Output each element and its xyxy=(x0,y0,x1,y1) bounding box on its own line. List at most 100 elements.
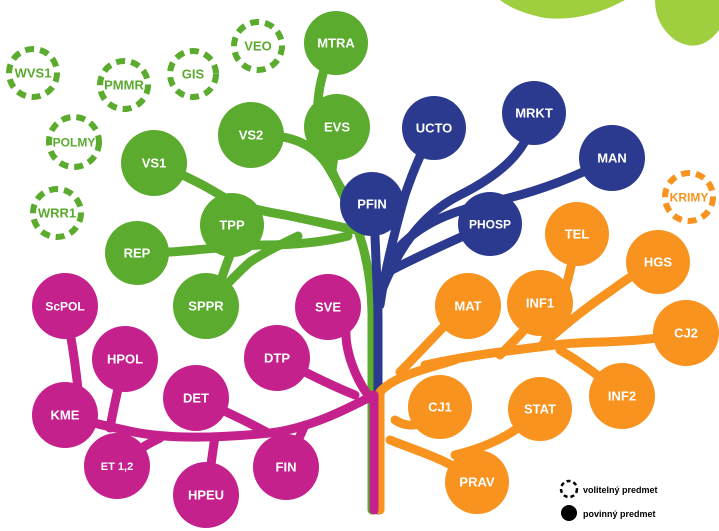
node-vs2: VS2 xyxy=(218,102,284,168)
node-hpol: HPOL xyxy=(92,326,158,392)
node-tpp: TPP xyxy=(200,193,264,257)
node-et12: ET 1,2 xyxy=(84,433,150,499)
node-label: PRAV xyxy=(459,475,494,490)
node-sve: SVE xyxy=(295,274,361,340)
node-pmmr: PMMR xyxy=(97,58,151,112)
node-label: MAN xyxy=(597,151,627,166)
mandatory-circle xyxy=(84,433,150,499)
node-label: MRKT xyxy=(515,106,553,121)
node-pfin: PFIN xyxy=(340,172,404,236)
node-wvs1: WVS1 xyxy=(6,46,60,100)
node-man: MAN xyxy=(579,125,645,191)
mandatory-circle xyxy=(653,300,719,366)
node-label: SPPR xyxy=(188,299,224,314)
node-mat: MAT xyxy=(435,273,501,339)
node-mtra: MTRA xyxy=(304,11,368,75)
mandatory-circle xyxy=(340,172,404,236)
elective-circle xyxy=(231,19,285,73)
mandatory-circle xyxy=(508,377,572,441)
node-label: INF1 xyxy=(526,296,554,311)
node-label: ET 1,2 xyxy=(101,461,133,473)
mandatory-circle xyxy=(502,81,566,145)
node-label: POLMY xyxy=(53,135,96,149)
node-label: WRR1 xyxy=(38,206,76,221)
mandatory-circle xyxy=(92,326,158,392)
node-phosp: PHOSP xyxy=(458,192,522,256)
node-dtp: DTP xyxy=(244,325,310,391)
node-label: REP xyxy=(124,246,151,261)
node-hpeu: HPEU xyxy=(173,462,239,528)
node-label: KRIMY xyxy=(670,190,709,204)
elective-circle xyxy=(662,170,716,224)
node-scpol: ScPOL xyxy=(32,273,98,339)
mandatory-circle xyxy=(200,193,264,257)
node-vs1: VS1 xyxy=(121,130,187,196)
node-evs: EVS xyxy=(304,94,370,160)
node-mrkt: MRKT xyxy=(502,81,566,145)
legend-filled-circle-icon xyxy=(561,505,577,521)
node-kme: KME xyxy=(32,382,98,448)
decorative-leaf-shape xyxy=(655,0,719,46)
node-sppr: SPPR xyxy=(173,273,239,339)
node-label: FIN xyxy=(276,460,297,475)
node-label: TEL xyxy=(565,227,590,242)
mandatory-circle xyxy=(244,325,310,391)
node-wrr1: WRR1 xyxy=(30,186,84,240)
mandatory-circle xyxy=(218,102,284,168)
mandatory-circle xyxy=(458,192,522,256)
mandatory-circle xyxy=(32,273,98,339)
mandatory-circle xyxy=(507,270,573,336)
mandatory-circle xyxy=(173,462,239,528)
decorative-leaf-shape xyxy=(500,0,625,19)
node-cj2: CJ2 xyxy=(653,300,719,366)
node-label: EVS xyxy=(324,120,350,135)
node-inf1: INF1 xyxy=(507,270,573,336)
node-label: WVS1 xyxy=(15,66,52,81)
node-label: MAT xyxy=(454,299,481,314)
node-hgs: HGS xyxy=(626,230,690,294)
node-polmy: POLMY xyxy=(46,114,102,170)
node-label: GIS xyxy=(182,67,205,82)
legend-mandatory-label: povinný predmet xyxy=(583,509,656,519)
node-ucto: UCTO xyxy=(402,96,466,160)
mandatory-circle xyxy=(173,273,239,339)
mandatory-circle xyxy=(435,273,501,339)
node-cj1: CJ1 xyxy=(408,375,472,439)
node-label: HPOL xyxy=(107,352,143,367)
mandatory-circle xyxy=(579,125,645,191)
mandatory-circle xyxy=(589,363,655,429)
node-label: CJ1 xyxy=(428,400,452,415)
mandatory-circle xyxy=(402,96,466,160)
node-label: UCTO xyxy=(416,121,453,136)
node-rep: REP xyxy=(105,221,169,285)
elective-circle xyxy=(97,58,151,112)
node-gis: GIS xyxy=(167,48,219,100)
node-tel: TEL xyxy=(545,202,609,266)
node-label: TPP xyxy=(219,218,245,233)
orange-branch xyxy=(420,328,691,370)
node-stat: STAT xyxy=(508,377,572,441)
node-label: SVE xyxy=(315,300,341,315)
node-label: KME xyxy=(51,408,80,423)
mandatory-circle xyxy=(105,221,169,285)
mandatory-circle xyxy=(408,375,472,439)
node-label: MTRA xyxy=(317,36,355,51)
legend-mandatory: povinný predmet xyxy=(561,505,656,521)
node-label: CJ2 xyxy=(674,326,698,341)
node-det: DET xyxy=(163,365,229,431)
elective-circle xyxy=(30,186,84,240)
node-label: PFIN xyxy=(357,197,387,212)
node-label: HPEU xyxy=(188,488,224,503)
mandatory-circle xyxy=(295,274,361,340)
mandatory-circle xyxy=(253,434,319,500)
navy-branch xyxy=(377,108,539,295)
node-label: DTP xyxy=(264,351,290,366)
legend-elective: volitelný predmet xyxy=(559,479,658,499)
elective-circle xyxy=(46,114,102,170)
node-krimy: KRIMY xyxy=(662,170,716,224)
mandatory-circle xyxy=(545,202,609,266)
node-label: ScPOL xyxy=(45,299,84,313)
node-label: PHOSP xyxy=(469,217,511,231)
node-label: PMMR xyxy=(104,78,144,93)
